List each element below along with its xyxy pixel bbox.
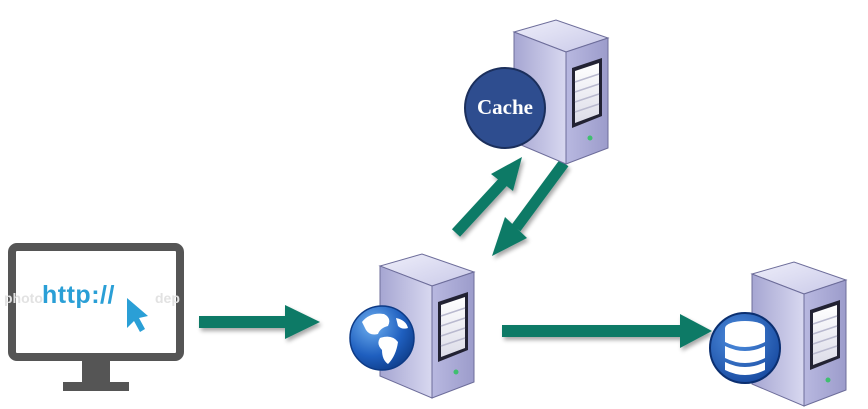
arrow-webserver-to-cache bbox=[451, 157, 522, 237]
globe-icon bbox=[349, 305, 415, 371]
watermark-left: photo bbox=[4, 290, 43, 306]
http-label: http:// bbox=[42, 281, 115, 309]
arrow-webserver-to-db bbox=[502, 314, 712, 348]
arrow-cache-to-webserver bbox=[492, 159, 569, 256]
cache-badge bbox=[464, 67, 546, 149]
arrow-client-to-webserver bbox=[199, 305, 320, 339]
client-monitor bbox=[8, 243, 184, 391]
monitor-neck bbox=[82, 361, 110, 385]
monitor-screen bbox=[8, 243, 184, 361]
monitor-base bbox=[63, 382, 129, 391]
watermark-right: dep bbox=[155, 290, 180, 306]
cache-label: Cache bbox=[477, 95, 533, 119]
database-icon bbox=[709, 312, 781, 384]
mouse-cursor-icon bbox=[127, 298, 148, 332]
